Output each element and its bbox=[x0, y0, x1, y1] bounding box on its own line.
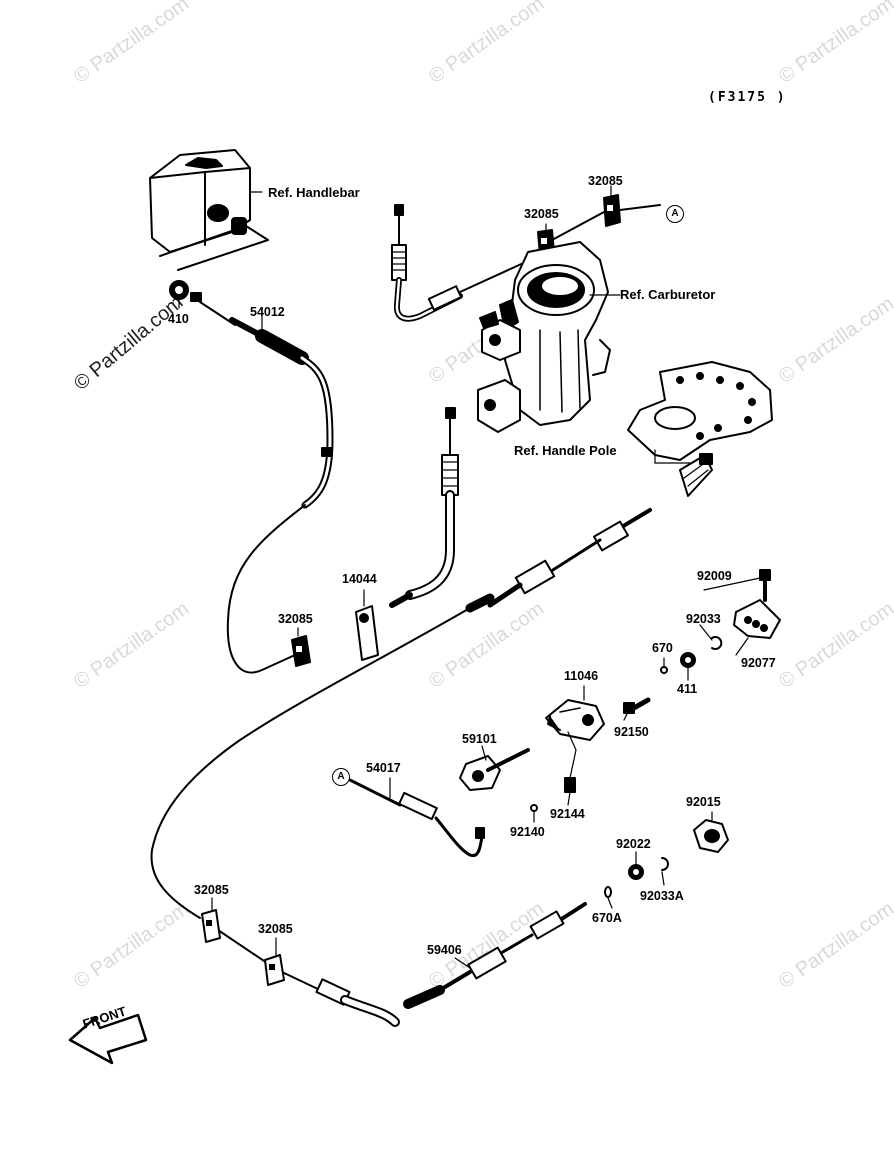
part-92150 bbox=[623, 697, 651, 714]
part-92009 bbox=[759, 569, 771, 602]
part-label[interactable]: 54017 bbox=[366, 761, 401, 775]
part-92015 bbox=[693, 819, 729, 853]
cable-upper bbox=[391, 204, 531, 322]
part-label[interactable]: 32085 bbox=[588, 174, 623, 188]
part-label[interactable]: 32085 bbox=[258, 922, 293, 936]
cable-54017 bbox=[348, 777, 485, 858]
handle-pole-bracket bbox=[627, 361, 773, 497]
part-92077 bbox=[733, 599, 781, 639]
part-label[interactable]: 54012 bbox=[250, 305, 285, 319]
part-92033A bbox=[661, 857, 669, 871]
part-label[interactable]: 59406 bbox=[427, 943, 462, 957]
part-label[interactable]: 32085 bbox=[524, 207, 559, 221]
ref-handle-pole-label: Ref. Handle Pole bbox=[514, 443, 617, 458]
carburetor bbox=[477, 241, 621, 433]
part-label[interactable]: 92033 bbox=[686, 612, 721, 626]
part-label[interactable]: 670 bbox=[652, 641, 673, 655]
part-label[interactable]: 670A bbox=[592, 911, 622, 925]
diagram-code: (F3175 ) bbox=[708, 90, 787, 105]
clip-32085-top bbox=[537, 185, 661, 256]
connector-a-bottom: A bbox=[332, 768, 350, 786]
part-label[interactable]: 92077 bbox=[741, 656, 776, 670]
part-label[interactable]: 92150 bbox=[614, 725, 649, 739]
part-label[interactable]: 92033A bbox=[640, 889, 684, 903]
connector-a-top: A bbox=[666, 205, 684, 223]
front-arrow bbox=[68, 1013, 148, 1065]
handlebar-housing bbox=[149, 149, 269, 271]
part-label[interactable]: 32085 bbox=[278, 612, 313, 626]
part-label[interactable]: 92144 bbox=[550, 807, 585, 821]
part-label[interactable]: 32085 bbox=[194, 883, 229, 897]
part-92033 bbox=[711, 636, 723, 650]
part-label[interactable]: 410 bbox=[168, 312, 189, 326]
part-label[interactable]: 59101 bbox=[462, 732, 497, 746]
part-label[interactable]: 92015 bbox=[686, 795, 721, 809]
part-59101 bbox=[459, 745, 530, 791]
part-label[interactable]: 92140 bbox=[510, 825, 545, 839]
part-label[interactable]: 92009 bbox=[697, 569, 732, 583]
cable-14044 bbox=[389, 407, 459, 608]
part-92140 bbox=[530, 804, 538, 812]
cable-59406 bbox=[403, 902, 587, 1009]
part-label[interactable]: 411 bbox=[677, 682, 698, 696]
part-92144 bbox=[564, 777, 576, 793]
part-label[interactable]: 11046 bbox=[564, 669, 599, 683]
cable-54012 bbox=[190, 292, 334, 674]
ref-carburetor-label: Ref. Carburetor bbox=[620, 287, 716, 302]
part-label[interactable]: 14044 bbox=[342, 572, 377, 586]
part-label[interactable]: 92022 bbox=[616, 837, 651, 851]
ref-handlebar-label: Ref. Handlebar bbox=[268, 185, 360, 200]
part-670 bbox=[660, 666, 668, 674]
long-cable bbox=[150, 508, 652, 1027]
part-670A bbox=[604, 886, 612, 898]
part-11046 bbox=[545, 685, 605, 779]
